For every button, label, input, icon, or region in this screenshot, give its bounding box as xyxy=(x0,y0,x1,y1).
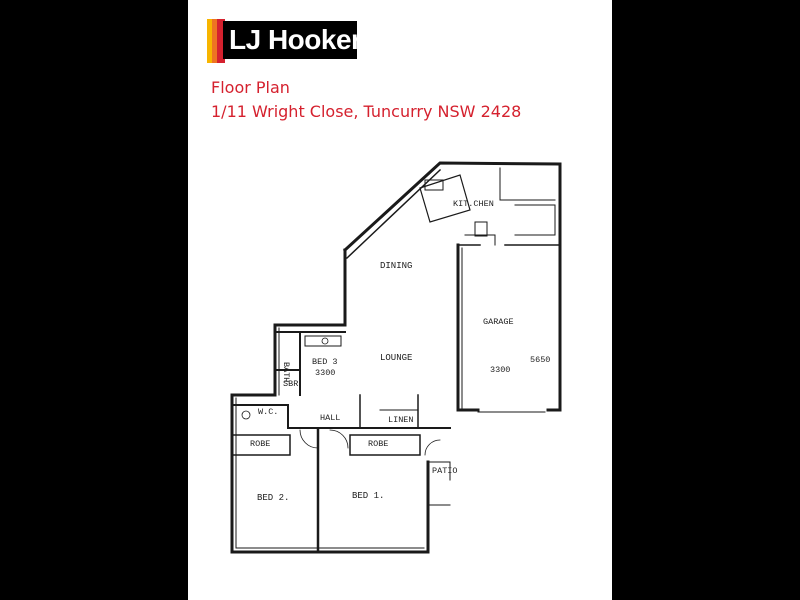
label-garage-width: 3300 xyxy=(490,365,510,375)
property-address: 1/11 Wright Close, Tuncurry NSW 2428 xyxy=(211,102,522,121)
label-wc: W.C. xyxy=(258,407,278,417)
label-robe-right: ROBE xyxy=(368,439,388,449)
floor-plan-drawing: KIT.CHEN DINING GARAGE 3300 5650 LOUNGE … xyxy=(230,161,562,554)
bath-wall xyxy=(274,331,346,396)
kitchen-bench xyxy=(419,174,471,223)
logo-stripe-red xyxy=(217,19,225,63)
label-linen: LINEN xyxy=(388,415,414,425)
robe-left xyxy=(231,434,291,456)
patio-outline xyxy=(427,461,451,506)
kitchen-sink xyxy=(424,179,444,191)
label-hall: HALL xyxy=(320,413,340,423)
exterior-wall-left-inner xyxy=(235,327,425,549)
door-swing xyxy=(299,429,441,456)
label-garage-length: 5650 xyxy=(530,355,550,365)
label-bed3: BED 3 xyxy=(312,357,338,367)
logo-wordmark: LJ Hooker xyxy=(223,21,362,59)
exterior-wall-diagonal xyxy=(345,168,442,260)
logo-stripe-orange xyxy=(212,19,220,63)
logo-stripe-yellow xyxy=(207,19,215,63)
plan-title: Floor Plan xyxy=(211,78,290,97)
fridge xyxy=(474,221,488,237)
robe-right xyxy=(349,434,421,456)
label-bath: BATH xyxy=(281,362,291,382)
exterior-wall xyxy=(342,161,562,412)
linen-cupboard xyxy=(379,409,419,429)
wc-wall xyxy=(231,404,289,429)
label-patio: PATIO xyxy=(432,466,458,476)
garage-wall xyxy=(456,243,480,412)
kitchen-counter xyxy=(499,167,556,236)
label-kitchen: KIT.CHEN xyxy=(453,199,494,209)
lj-hooker-logo: LJ Hooker xyxy=(207,19,362,63)
toilet xyxy=(241,410,251,420)
label-lounge: LOUNGE xyxy=(380,353,412,363)
label-bed1: BED 1. xyxy=(352,491,384,501)
bathtub xyxy=(304,335,342,347)
label-garage: GARAGE xyxy=(483,317,514,327)
label-dining: DINING xyxy=(380,261,412,271)
pantry xyxy=(464,234,496,246)
basin xyxy=(321,337,329,345)
label-sbr: SBR xyxy=(283,379,298,389)
label-bed3-size: 3300 xyxy=(315,368,335,378)
label-robe-left: ROBE xyxy=(250,439,270,449)
label-bed2: BED 2. xyxy=(257,493,289,503)
exterior-wall-left xyxy=(230,248,430,554)
document-page xyxy=(188,0,612,600)
